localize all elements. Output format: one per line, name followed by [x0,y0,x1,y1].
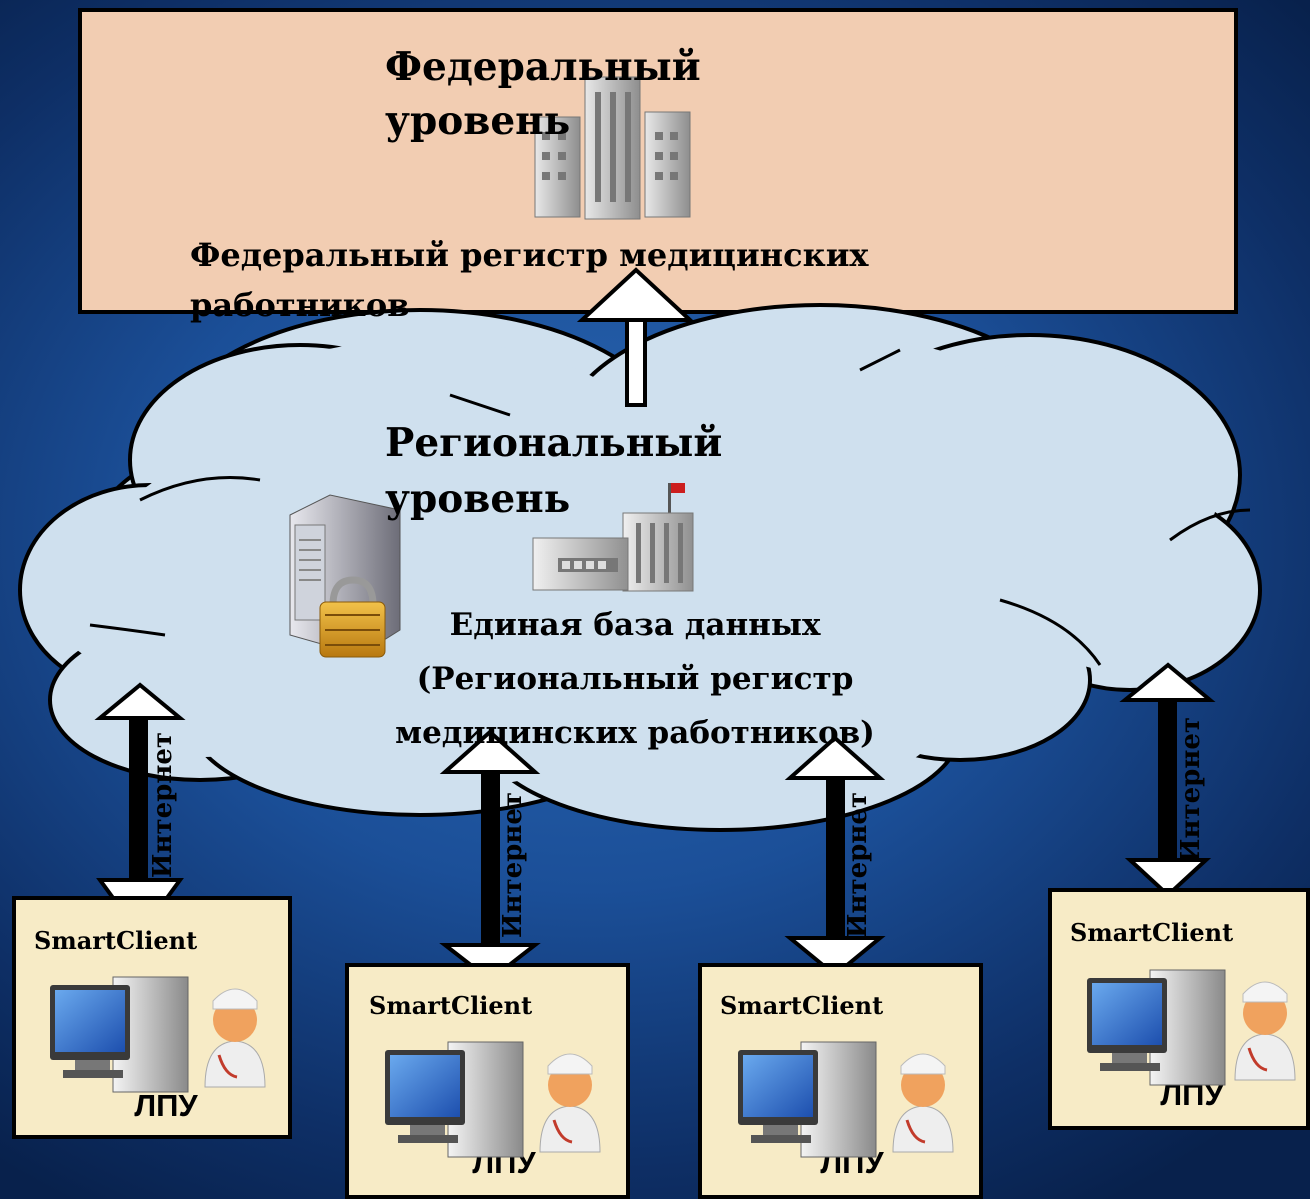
network-label-3: Интернет [843,791,874,939]
computer-icon [1087,969,1226,1086]
building-icon [534,76,691,220]
doctor-icon [1234,981,1296,1081]
arrow-cloud-to-federal [576,267,696,407]
arrow-client-4 [1119,662,1216,898]
arrow-client-3 [784,735,886,978]
doctor-icon [204,988,266,1088]
federal-registry-caption: Федеральный регистр медицинских работник… [190,236,869,324]
federal-level-title: Федеральный уровень [385,44,701,144]
computer-icon [50,976,189,1093]
network-label-4: Интернет [1176,716,1207,864]
hospital-icon [532,483,694,592]
smartclient-label: SmartClient [369,991,533,1020]
doctor-icon [539,1053,601,1153]
arrow-client-2 [439,729,541,983]
network-label-2: Интернет [498,791,529,939]
server-lock-icon [289,494,401,658]
regional-database-caption: Единая база данных (Региональный регистр… [395,607,875,751]
doctor-icon [892,1053,954,1153]
regional-level-title: Региональный уровень [385,420,723,522]
smartclient-label: SmartClient [1070,918,1234,947]
network-label-1: Интернет [148,731,179,879]
lpu-label: ЛПУ [134,1088,198,1123]
smartclient-label: SmartClient [720,991,884,1020]
computer-icon [385,1041,524,1158]
computer-icon [738,1041,877,1158]
smartclient-label: SmartClient [34,926,198,955]
